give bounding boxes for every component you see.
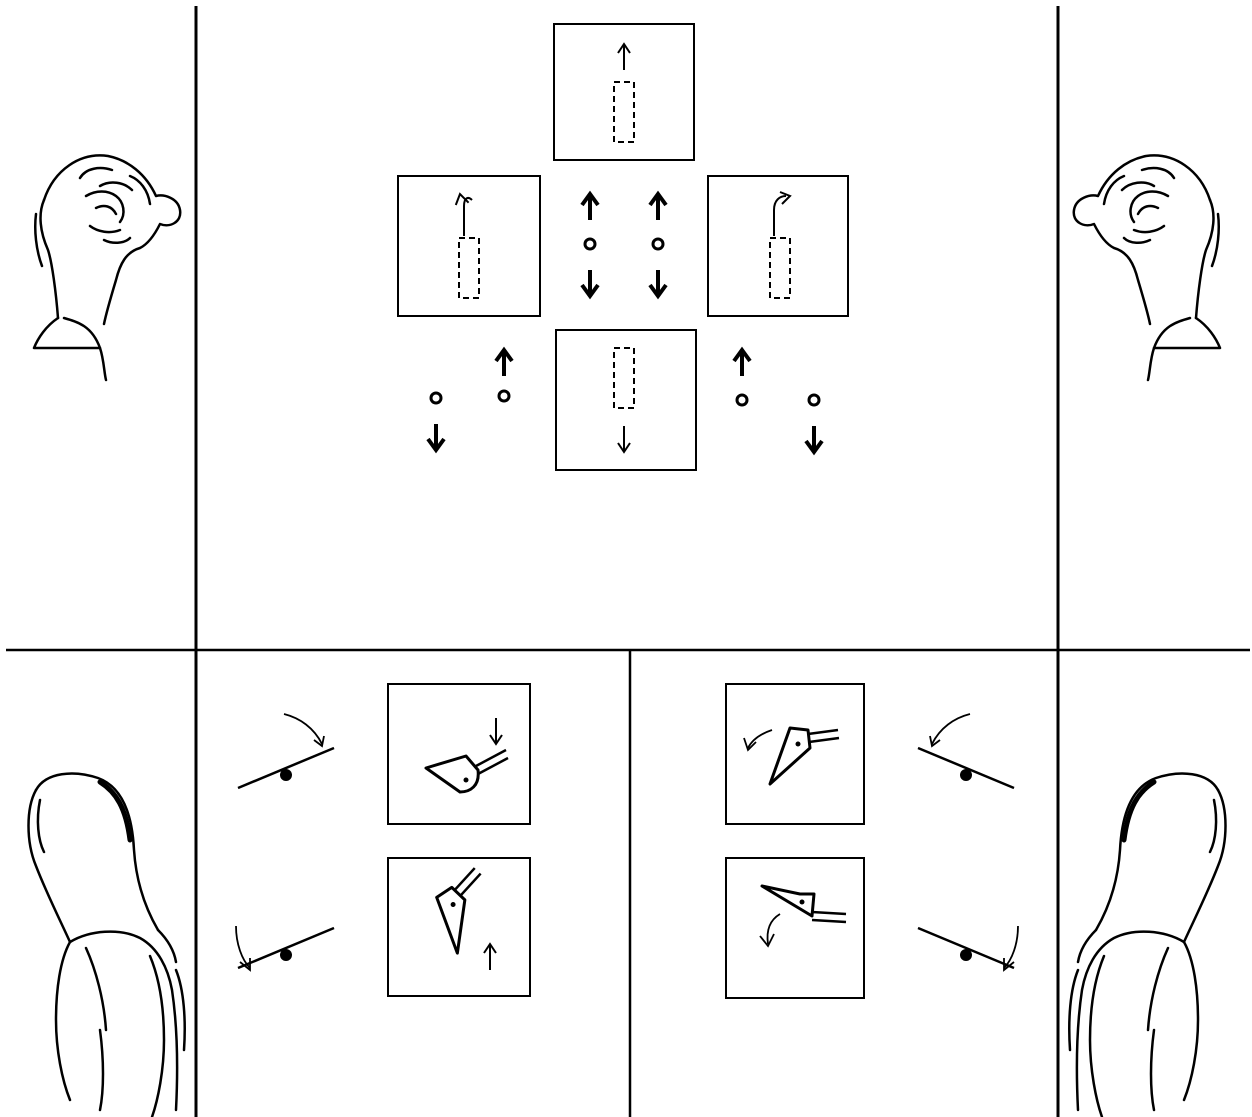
symbol-bucket-rotate-left bbox=[725, 683, 865, 825]
symbol-boom-lower bbox=[555, 329, 697, 471]
right-foot-illustration bbox=[1068, 772, 1227, 1117]
left-foot-illustration bbox=[27, 772, 186, 1117]
symbol-bucket-rotate-right bbox=[725, 857, 865, 999]
symbol-boom-raise bbox=[553, 23, 695, 161]
symbol-swing-left bbox=[397, 175, 541, 317]
symbol-swing-right bbox=[707, 175, 849, 317]
right-pedal-backward bbox=[916, 925, 1019, 972]
right-joystick-lateral-indicators bbox=[732, 348, 824, 454]
left-joystick-lateral-indicators bbox=[426, 348, 514, 452]
left-hand-illustration bbox=[32, 154, 182, 382]
right-hand-illustration bbox=[1072, 154, 1222, 382]
left-joystick-fore-aft-indicator bbox=[580, 192, 600, 298]
right-pedal-forward bbox=[916, 713, 1016, 790]
left-pedal-backward bbox=[235, 925, 336, 972]
right-joystick-fore-aft-indicator bbox=[648, 192, 668, 298]
frame-lines bbox=[6, 6, 1250, 1117]
symbol-bucket-crowd-up bbox=[387, 857, 531, 997]
left-pedal-forward bbox=[236, 713, 336, 790]
symbol-bucket-crowd-down bbox=[387, 683, 531, 825]
